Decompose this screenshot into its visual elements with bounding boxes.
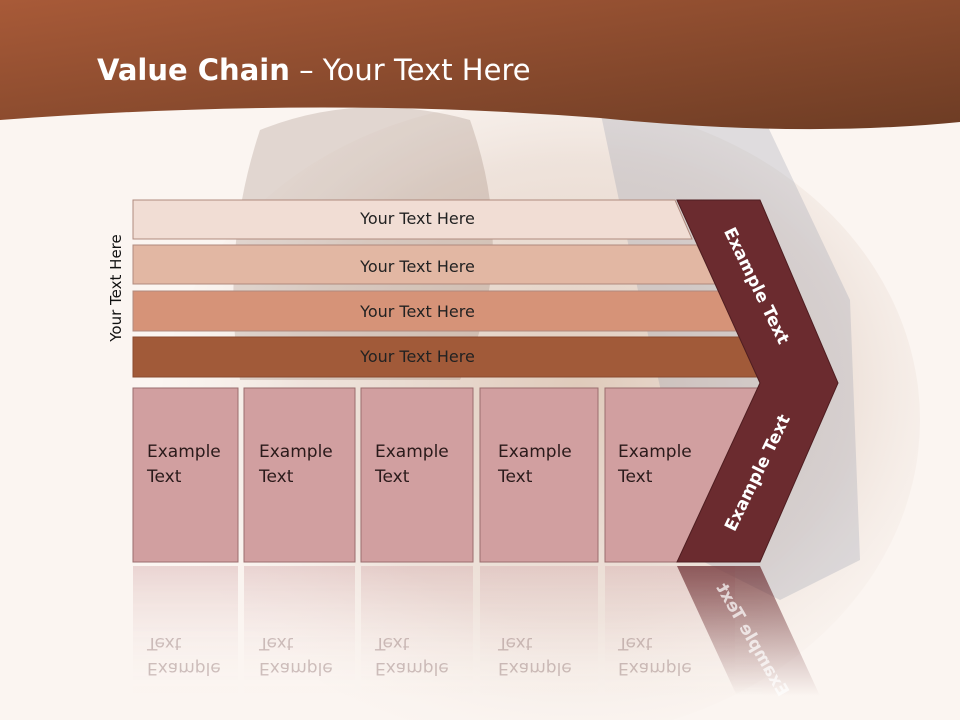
box-shape-2 [243,387,356,563]
box-5-reflect-line2: Text [618,633,653,653]
box-3-reflect-line1: Example [375,658,449,678]
bar-label-1: Your Text Here [360,209,475,228]
box-label-3: Example Text [375,440,449,490]
box-shape-1 [132,387,239,563]
box-2-line1: Example [259,442,333,462]
title-rest: – Your Text Here [289,53,531,87]
box-2-reflect-line1: Example [259,658,333,678]
bar-label-3: Your Text Here [360,302,475,321]
box-5-line1: Example [618,442,692,462]
slide-title: Value Chain – Your Text Here [97,53,531,87]
box-5-line2: Text [618,467,653,487]
box-3-line2: Text [375,467,410,487]
box-label-2: Example Text [259,440,333,490]
bar-shape-1 [132,199,693,240]
box-2-reflection: Example Text [259,630,333,680]
box-shape-4 [479,387,599,563]
header-band [0,0,960,130]
box-4-reflect-line1: Example [498,658,572,678]
box-1-line1: Example [147,442,221,462]
box-2-line2: Text [259,467,294,487]
box-1-reflect-line1: Example [147,658,221,678]
box-label-4: Example Text [498,440,572,490]
box-5-reflect-line1: Example [618,658,692,678]
box-3-line1: Example [375,442,449,462]
box-1-line2: Text [147,467,182,487]
box-4-reflect-line2: Text [498,633,533,653]
box-1-reflect-line2: Text [147,633,182,653]
box-1-reflection: Example Text [147,630,221,680]
box-2-reflect-line2: Text [259,633,294,653]
bar-label-2: Your Text Here [360,257,475,276]
box-3-reflect-line2: Text [375,633,410,653]
chevron-shape [676,199,839,563]
reflection [133,566,820,696]
bar-label-4: Your Text Here [360,347,475,366]
side-label: Your Text Here [107,234,125,342]
box-3-reflection: Example Text [375,630,449,680]
box-label-5: Example Text [618,440,692,490]
box-5-reflection: Example Text [618,630,692,680]
box-4-reflection: Example Text [498,630,572,680]
box-shape-3 [360,387,474,563]
box-4-line2: Text [498,467,533,487]
title-bold: Value Chain [97,53,290,87]
box-label-1: Example Text [147,440,221,490]
box-4-line1: Example [498,442,572,462]
